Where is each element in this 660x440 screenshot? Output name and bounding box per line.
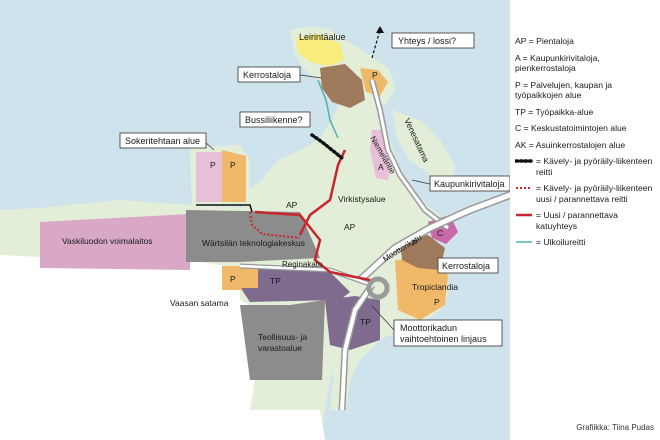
zone-c: C xyxy=(437,228,443,238)
callout-sokeritehdas: Sokeritehtaan alue xyxy=(119,132,215,151)
legend-symbol-line-red xyxy=(515,210,533,220)
power-plant-area xyxy=(40,214,190,270)
cycle-route-black-dotted xyxy=(310,133,344,160)
svg-text:vaihtoehtoinen linjaus: vaihtoehtoinen linjaus xyxy=(400,334,487,344)
zone-p-north: P xyxy=(372,70,378,80)
legend-symbol-dots-black xyxy=(515,156,533,166)
street-reginakatu: Reginakatu xyxy=(282,260,322,269)
legend-item: P = Palvelujen, kaupan ja työpaikkojen a… xyxy=(515,80,660,101)
zone-p-south: P xyxy=(434,297,440,307)
zone-a: A xyxy=(378,162,384,172)
svg-text:Kerrostaloja: Kerrostaloja xyxy=(243,70,291,80)
zone-tp-1: TP xyxy=(270,276,281,286)
zone-ap-1: AP xyxy=(286,200,298,210)
legend-item: = Kävely- ja pyöräily-liikenteen uusi / … xyxy=(515,183,660,204)
legend-text: C = Keskustatoimintojen alue xyxy=(515,123,627,133)
zone-ap-2: AP xyxy=(344,222,356,232)
road-south-inner xyxy=(340,283,374,411)
road-niemelantie-inner xyxy=(370,79,449,230)
zone-p-sokeri-2: P xyxy=(230,160,236,170)
legend-item: = Uusi / parannettava katuyhteys xyxy=(515,210,660,231)
east-strip xyxy=(392,110,455,185)
legend-text: A = Kaupunkirivitaloja, pienkerrostaloja xyxy=(515,52,600,74)
zone-p-port: P xyxy=(230,274,236,284)
legend-text: AP = Pientaloja xyxy=(515,36,574,46)
legend-item: TP = Työpaikka-alue xyxy=(515,107,660,118)
svg-text:Kaupunkirivitaloja: Kaupunkirivitaloja xyxy=(434,179,505,189)
callout-kerrostaloja-north: Kerrostaloja xyxy=(237,66,323,83)
tropiclandia-area xyxy=(395,258,448,320)
legend-text: = Kävely- ja pyöräily-liikenteen reitti xyxy=(536,156,653,177)
label-teollisuus-1: Teollisuus- ja xyxy=(258,332,307,342)
graphic-credit: Grafiikka: Tiina Pudas xyxy=(576,423,654,432)
road-moottorikatu-inner xyxy=(358,192,510,282)
new-street-red-2 xyxy=(254,210,371,282)
east-apartment xyxy=(400,235,445,270)
legend-text: = Ulkoilureitti xyxy=(536,237,586,247)
label-tropiclandia: Tropiclandia xyxy=(412,282,458,292)
label-vaasan-satama: Vaasan satama xyxy=(170,298,229,308)
sokeritehdas-orange xyxy=(222,150,246,202)
zone-p-sokeri-1: P xyxy=(210,160,216,170)
svg-text:Yhteys / lossi?: Yhteys / lossi? xyxy=(398,36,456,46)
harbour-area-map: Leirintäalue Yhteys / lossi? Kerrostaloj… xyxy=(0,0,510,440)
svg-text:Leirintäalue: Leirintäalue xyxy=(299,32,346,42)
legend-item: C = Keskustatoimintojen alue xyxy=(515,123,660,134)
zone-p-east: P xyxy=(412,238,418,248)
legend-symbol-dots-red xyxy=(515,183,533,193)
callout-moottorikadun: Moottorikadun vaihtoehtoinen linjaus xyxy=(371,305,503,347)
p-box-2 xyxy=(238,266,258,288)
svg-text:Bussiliikenne?: Bussiliikenne? xyxy=(245,115,303,125)
svg-text:Moottorikadun: Moottorikadun xyxy=(400,323,457,333)
map-legend: AP = Pientaloja A = Kaupunkirivitaloja, p… xyxy=(515,36,660,254)
p-box-1 xyxy=(222,266,242,290)
legend-item: A = Kaupunkirivitaloja, pienkerrostaloja xyxy=(515,53,660,74)
label-wartsila: Wärtsilän teknologiakeskus xyxy=(202,238,305,248)
legend-item: = Ulkoilureitti xyxy=(515,237,660,248)
industrial-storage-area xyxy=(240,300,325,380)
label-teollisuus-2: varastoalue xyxy=(258,343,302,353)
legend-text: = Kävely- ja pyöräily-liikenteen uusi / … xyxy=(536,183,653,204)
label-virkistysalue: Virkistysalue xyxy=(338,194,386,204)
callout-yhteys: Yhteys / lossi? xyxy=(391,32,475,49)
legend-symbol-line-teal xyxy=(515,237,533,247)
apartment-block-north xyxy=(320,64,365,108)
legend-text: AK = Asuinkerrostalojen alue xyxy=(515,139,626,150)
label-vaskiluodon: Vaskiluodon voimalaitos xyxy=(62,236,153,246)
port-area xyxy=(0,255,325,440)
callout-kerrostaloja-east: Kerrostaloja xyxy=(437,257,499,274)
svg-text:Kerrostaloja: Kerrostaloja xyxy=(442,261,490,271)
zone-tp-2: TP xyxy=(360,317,371,327)
legend-item: = Kävely- ja pyöräily-liikenteen reitti xyxy=(515,156,660,177)
tp-band xyxy=(240,268,350,302)
ferry-arrow-head xyxy=(376,26,384,33)
legend-item: AP = Pientaloja xyxy=(515,36,660,47)
legend-item: AK = Asuinkerrostalojen alue xyxy=(515,140,660,151)
callout-leirintaalue: Leirintäalue xyxy=(299,32,346,42)
sokeritehdas-pink xyxy=(196,152,222,202)
legend-text: = Uusi / parannettava katuyhteys xyxy=(536,210,618,231)
callout-bussiliikenne: Bussiliikenne? xyxy=(239,111,311,128)
campsite-area xyxy=(296,34,344,66)
legend-text: TP = Työpaikka-alue xyxy=(515,106,594,117)
new-cycle-route-red-dotted xyxy=(249,211,301,239)
roundabout xyxy=(366,276,390,300)
callout-kaupunkirivitaloja: Kaupunkirivitaloja xyxy=(411,175,510,192)
outdoor-route-teal xyxy=(317,79,339,139)
legend-text: P = Palvelujen, kaupan ja työpaikkojen a… xyxy=(515,79,613,101)
svg-text:Sokeritehtaan alue: Sokeritehtaan alue xyxy=(125,136,200,146)
wartsila-area xyxy=(186,210,320,262)
road-reginakatu-inner xyxy=(239,264,373,287)
sokeritehdas-path xyxy=(196,204,253,213)
